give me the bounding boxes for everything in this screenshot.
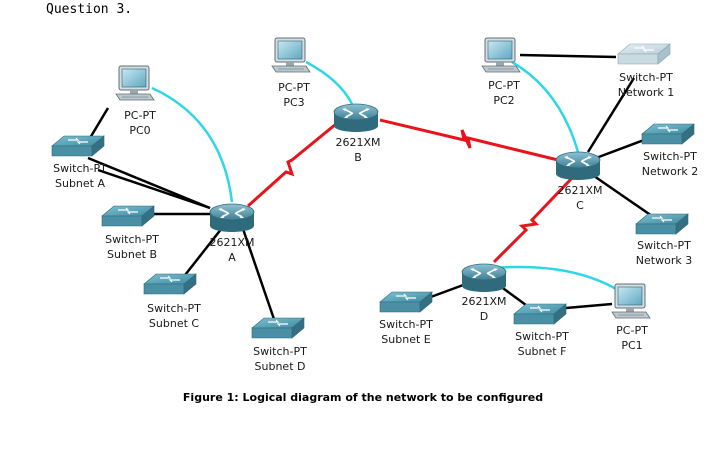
link-network3-router-c — [593, 174, 653, 218]
link-pc2-router-c-crossover — [511, 60, 580, 153]
figure-caption: Figure 1: Logical diagram of the network… — [182, 391, 544, 404]
switch-subnet-c-icon[interactable] — [143, 273, 197, 295]
pc3-label-type: PC-PT — [278, 81, 310, 94]
subnet-e-label-name: Subnet E — [381, 333, 430, 346]
router-a-label-name: A — [228, 251, 236, 264]
pc2-icon[interactable] — [481, 37, 521, 73]
link-subnet-a-router-a — [87, 156, 211, 210]
pc0-label-name: PC0 — [129, 124, 150, 137]
network-2-label-name: Network 2 — [642, 165, 698, 178]
link-pc2-network1 — [519, 53, 617, 59]
pc1-icon[interactable] — [611, 283, 651, 319]
link-subnet-f-router-d — [499, 284, 531, 310]
subnet-d-label-name: Subnet D — [255, 360, 306, 373]
link-router-c-router-d-serial — [492, 176, 574, 264]
router-c-icon[interactable] — [555, 151, 601, 181]
router-d-label-name: D — [480, 310, 488, 323]
link-subnet-e-router-d — [427, 282, 467, 300]
link-network1-router-c — [586, 77, 636, 153]
router-a-icon[interactable] — [209, 203, 255, 233]
network-2-label-type: Switch-PT — [643, 150, 697, 163]
link-pc3-router-b-crossover — [305, 60, 354, 105]
subnet-d-label-type: Switch-PT — [253, 345, 307, 358]
subnet-e-label-type: Switch-PT — [379, 318, 433, 331]
link-network2-router-c — [595, 138, 645, 160]
subnet-c-label-name: Subnet C — [149, 317, 199, 330]
links — [87, 53, 653, 323]
switch-subnet-b-icon[interactable] — [101, 205, 155, 227]
switch-network-1-icon[interactable] — [617, 43, 671, 65]
router-b-label-name: B — [354, 151, 362, 164]
network-3-label-name: Network 3 — [636, 254, 692, 267]
link-subnet-a-label-router-a — [97, 168, 211, 210]
pc3-icon[interactable] — [271, 37, 311, 73]
switch-subnet-f-icon[interactable] — [513, 303, 567, 325]
subnet-f-label-type: Switch-PT — [515, 330, 569, 343]
network-1-label-name: Network 1 — [618, 86, 674, 99]
link-pc0-switch-subnet-a — [88, 107, 110, 139]
link-pc0-router-a-crossover — [151, 86, 234, 203]
router-c-label-model: 2621XM — [557, 184, 602, 197]
question-title: Question 3. — [46, 2, 133, 17]
subnet-f-label-name: Subnet F — [518, 345, 567, 358]
pc2-label-type: PC-PT — [488, 79, 520, 92]
switch-subnet-d-icon[interactable] — [251, 317, 305, 339]
subnet-a-label-type: Switch-PT — [53, 162, 107, 175]
switch-subnet-a-icon[interactable] — [51, 135, 105, 157]
subnet-b-label-type: Switch-PT — [105, 233, 159, 246]
subnet-b-label-name: Subnet B — [107, 248, 157, 261]
switch-network-2-icon[interactable] — [641, 123, 695, 145]
router-d-icon[interactable] — [461, 263, 507, 293]
pc1-label-name: PC1 — [621, 339, 642, 352]
pc0-label-type: PC-PT — [124, 109, 156, 122]
link-router-d-pc1-crossover — [493, 265, 619, 292]
link-subnet-f-pc1 — [565, 302, 613, 310]
link-subnet-d-router-a — [240, 225, 277, 323]
pc3-label-name: PC3 — [283, 96, 304, 109]
link-router-a-router-b-serial — [246, 122, 337, 208]
pc0-icon[interactable] — [115, 65, 155, 101]
router-b-label-model: 2621XM — [335, 136, 380, 149]
switch-network-3-icon[interactable] — [635, 213, 689, 235]
router-a-label-model: 2621XM — [209, 236, 254, 249]
router-b-icon[interactable] — [333, 103, 379, 133]
router-c-label-name: C — [576, 199, 584, 212]
subnet-a-label-name: Subnet A — [55, 177, 105, 190]
router-d-label-model: 2621XM — [461, 295, 506, 308]
subnet-c-label-type: Switch-PT — [147, 302, 201, 315]
network-1-label-type: Switch-PT — [619, 71, 673, 84]
pc2-label-name: PC2 — [493, 94, 514, 107]
network-3-label-type: Switch-PT — [637, 239, 691, 252]
pc1-label-type: PC-PT — [616, 324, 648, 337]
switch-subnet-e-icon[interactable] — [379, 291, 433, 313]
link-router-b-router-c-serial — [379, 118, 559, 162]
